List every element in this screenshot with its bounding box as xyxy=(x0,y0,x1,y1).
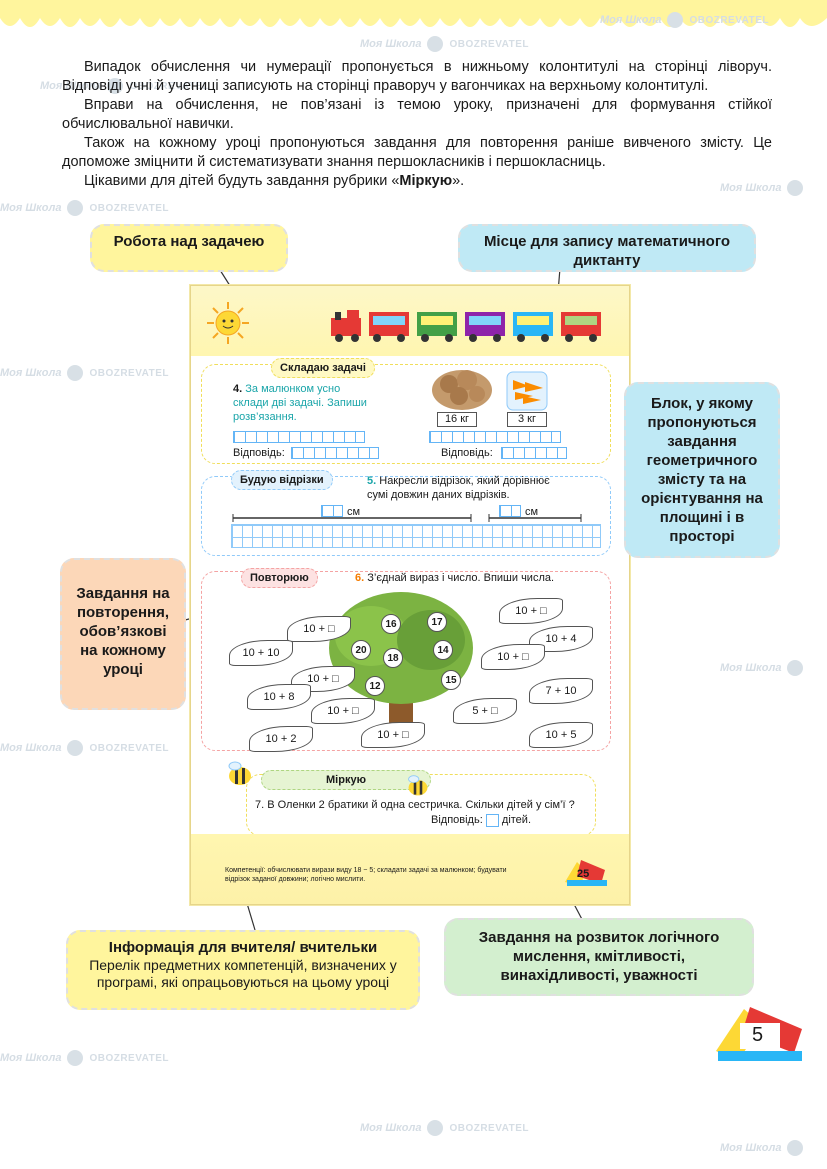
answer-box xyxy=(321,505,343,517)
answer-cells xyxy=(501,447,567,459)
workbook-page: Складаю задачі 4. За малюнком усно склад… xyxy=(190,285,630,905)
leaf-expression: 10 + □ xyxy=(499,598,563,624)
workbook-header xyxy=(191,286,629,356)
callout-task-work: Робота над задачею xyxy=(90,224,288,272)
section-label: Повторюю xyxy=(241,568,318,588)
leaf-expression: 10 + 8 xyxy=(247,684,311,710)
number-circle: 14 xyxy=(433,640,453,660)
intro-paragraph: Вправи на обчислення, не пов’язані із те… xyxy=(62,97,772,132)
intro-paragraph: Випадок обчислення чи нумерації пропонує… xyxy=(62,59,772,94)
answer-label: Відповідь: xyxy=(441,447,493,459)
page-number: 5 xyxy=(752,1024,764,1046)
number-circle: 17 xyxy=(427,612,447,632)
top-grass-band xyxy=(0,0,827,27)
number-circle: 18 xyxy=(383,648,403,668)
answer-cells xyxy=(291,447,379,459)
drawing-grid xyxy=(231,524,601,548)
number-circle: 15 xyxy=(441,670,461,690)
teacher-info-title: Інформація для вчителя/ вчительки xyxy=(108,939,378,956)
number-circle: 20 xyxy=(351,640,371,660)
workbook-page-number: 25 xyxy=(577,868,590,880)
potato-sack-illustration xyxy=(432,370,492,410)
answer-label: Відповідь: xyxy=(233,447,285,459)
intro-text: Випадок обчислення чи нумерації пропонує… xyxy=(62,58,772,191)
segments-drawing xyxy=(232,514,582,522)
leaf-expression: 10 + 10 xyxy=(229,640,293,666)
task-5: 5. Накресли відрізок, який дорівнює сумі… xyxy=(367,475,550,501)
leaf-expression: 10 + □ xyxy=(481,644,545,670)
unit-cm: см xyxy=(347,506,361,518)
answer-cells xyxy=(233,431,365,443)
intro-paragraph: Цікавими для дітей будуть завдання рубри… xyxy=(84,173,465,189)
page-number-badge xyxy=(716,1007,802,1061)
teacher-info-text: Перелік предметних компетенцій, визначен… xyxy=(89,957,397,990)
callout-geometry: Блок, у якому пропонуються завдання геом… xyxy=(624,382,780,558)
bee-icon xyxy=(228,761,251,785)
sun-icon xyxy=(207,302,249,344)
task-7: 7. В Оленки 2 братики й одна сестричка. … xyxy=(255,799,575,811)
train-illustration xyxy=(331,310,601,342)
section-label: Будую відрізки xyxy=(231,470,333,490)
carrot-bag-illustration xyxy=(506,371,548,411)
unit-cm: см xyxy=(525,506,539,518)
task-4: 4. За малюнком усно склади дві задачі. З… xyxy=(233,383,367,423)
section-repeat xyxy=(201,571,611,751)
page-number-badge xyxy=(565,860,607,886)
section-segments xyxy=(201,476,611,556)
weight-label: 16 кг xyxy=(437,412,477,427)
task-7-answer: Відповідь: дітей. xyxy=(431,813,532,827)
task-6: 6. З’єднай вираз і число. Впиши числа. xyxy=(355,572,555,584)
callout-logic: Завдання на розвиток логічного мислення,… xyxy=(444,918,754,996)
bee-icon xyxy=(408,775,428,796)
section-label: Складаю задачі xyxy=(271,358,375,378)
callout-repetition: Завдання на повторення, обов’язкові на к… xyxy=(60,558,186,710)
competencies-text: Компетенції: обчислювати вирази виду 18 … xyxy=(225,867,507,883)
weight-label: 3 кг xyxy=(507,412,547,427)
section-label: Міркую xyxy=(261,770,431,790)
number-circle: 16 xyxy=(381,614,401,634)
answer-cells xyxy=(429,431,561,443)
number-circle: 12 xyxy=(365,676,385,696)
workbook-footer xyxy=(191,834,629,904)
callout-teacher-info: Інформація для вчителя/ вчительки Перелі… xyxy=(66,930,420,1010)
section-compose-tasks xyxy=(201,364,611,464)
intro-paragraph: Також на кожному уроці пропонуються завд… xyxy=(62,135,772,170)
answer-box xyxy=(499,505,521,517)
callout-dictation: Місце для запису математичного диктанту xyxy=(458,224,756,272)
